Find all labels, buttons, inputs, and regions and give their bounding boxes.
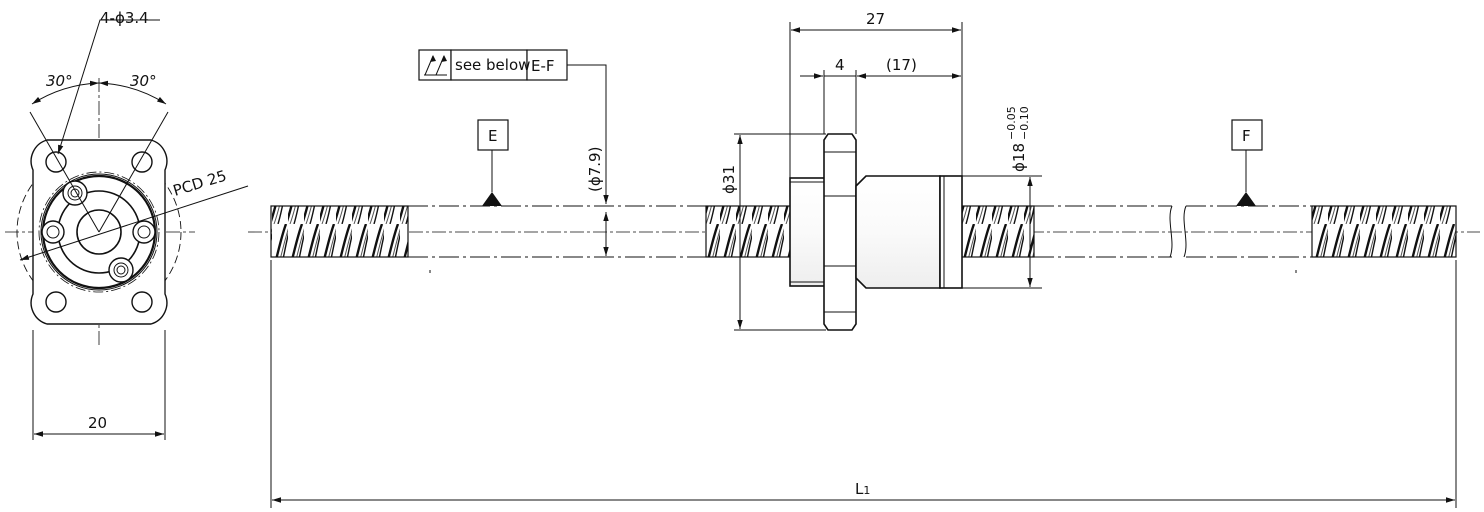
nut-length-label: 27 xyxy=(866,10,885,28)
flange-dia-label: ϕ31 xyxy=(720,165,738,194)
angle-right-label: 30° xyxy=(130,72,157,90)
width-label: 20 xyxy=(88,414,107,432)
thread-dia-label: (ϕ7.9) xyxy=(586,147,604,192)
total-length-label: L1 xyxy=(855,480,870,498)
callout-note: see below xyxy=(455,56,530,74)
total-runout-icon xyxy=(424,55,447,76)
end-view: 4-ϕ3.4 30° 30° PCD 25 20 xyxy=(5,9,249,440)
side-view: see below E-F E F (ϕ7.9) ϕ31 27 4 (17) ϕ… xyxy=(248,10,1480,508)
tol-upper: −0.05 xyxy=(1005,106,1018,140)
tol-lower: −0.10 xyxy=(1018,106,1031,140)
datum-e: E xyxy=(488,127,497,145)
fit-dia-label: ϕ18 xyxy=(1010,143,1028,172)
datum-f: F xyxy=(1242,127,1251,145)
body-length-label: (17) xyxy=(886,56,917,74)
flange-thk-label: 4 xyxy=(835,56,845,74)
callout-ref: E-F xyxy=(531,57,555,75)
holes-label: 4-ϕ3.4 xyxy=(100,9,149,27)
angle-left-label: 30° xyxy=(46,72,73,90)
